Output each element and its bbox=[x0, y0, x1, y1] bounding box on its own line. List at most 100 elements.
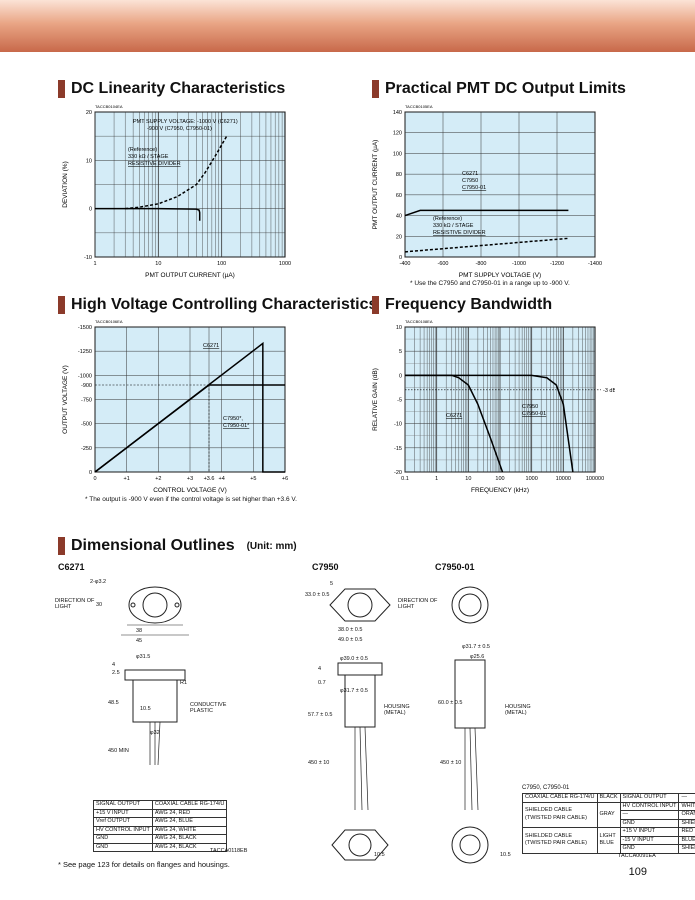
annotation: C7950 bbox=[462, 178, 478, 184]
annotation: RESISTIVE DIVIDER bbox=[433, 230, 486, 236]
dim-label: φ25.6 bbox=[470, 654, 485, 660]
cell: HV CONTROL INPUT bbox=[619, 801, 680, 811]
annotation: C6271 bbox=[203, 343, 219, 349]
y-tick-label: -1500 bbox=[78, 325, 92, 331]
series-line-reference bbox=[404, 237, 569, 253]
dim-label: 10.5 bbox=[374, 852, 385, 858]
section-title-pmt-limits: Practical PMT DC Output Limits bbox=[372, 80, 626, 98]
x-tick-label: +6 bbox=[282, 476, 288, 482]
series-line-c6271-c7950-c7950-01 bbox=[404, 209, 569, 217]
dim-label: DIRECTION OF LIGHT bbox=[398, 598, 438, 610]
x-tick-label: -1400 bbox=[588, 261, 602, 267]
annotation: C7950-01 bbox=[522, 411, 546, 417]
x-tick-label: +3 bbox=[187, 476, 193, 482]
x-tick-label: 0.1 bbox=[401, 476, 409, 482]
y-tick-label: 0 bbox=[399, 255, 402, 261]
title-text: Dimensional Outlines bbox=[71, 537, 235, 554]
cell: Vref OUTPUT bbox=[93, 817, 153, 827]
dim-label: CONDUCTIVE PLASTIC bbox=[190, 702, 227, 714]
y-tick-label: 100 bbox=[393, 151, 402, 157]
annotation: PMT SUPPLY VOLTAGE: -1000 V (C6271) bbox=[133, 119, 238, 125]
unit-label: (Unit: mm) bbox=[246, 540, 297, 552]
y-tick-label: 5 bbox=[399, 349, 402, 355]
y-tick-label: -1000 bbox=[78, 373, 92, 379]
y-tick-label: 140 bbox=[393, 110, 402, 116]
cell: — bbox=[678, 793, 695, 803]
x-tick-label: +5 bbox=[250, 476, 256, 482]
dim-label: 5 bbox=[330, 581, 334, 587]
y-tick-label: -5 bbox=[397, 398, 402, 404]
model-c7950-label: C7950 bbox=[312, 562, 339, 572]
cell: COAXIAL CABLE RG-174/U bbox=[151, 800, 228, 810]
annotation: C6271 bbox=[462, 171, 478, 177]
dim-label: 0.7 bbox=[318, 680, 326, 686]
x-tick-label: 1000 bbox=[279, 261, 291, 267]
dim-label: φ31.7 ± 0.5 bbox=[340, 688, 368, 694]
cell: -15 V INPUT bbox=[619, 835, 680, 845]
dim-label: 57.7 ± 0.5 bbox=[308, 712, 333, 718]
y-tick-label: -15 bbox=[394, 446, 402, 452]
cell: BLACK bbox=[596, 793, 621, 803]
chart-code: TACCB0106EA bbox=[95, 319, 123, 324]
plot-area bbox=[404, 111, 596, 258]
cell: SHIELD bbox=[678, 818, 695, 828]
model-c7950-01-label: C7950-01 bbox=[435, 562, 475, 572]
y-tick-label: -500 bbox=[81, 422, 92, 428]
dim-label: 60.0 ± 0.5 bbox=[438, 700, 463, 706]
y-tick-label: -750 bbox=[81, 398, 92, 404]
y-tick-label: 0 bbox=[89, 207, 92, 213]
y-axis-label: RELATIVE GAIN (dB) bbox=[372, 368, 379, 431]
cell: GND bbox=[93, 842, 153, 852]
section-title-dc-linearity: DC Linearity Characteristics bbox=[58, 80, 285, 98]
page-number: 109 bbox=[628, 866, 647, 878]
dim-label: φ31.5 bbox=[136, 654, 151, 660]
cell: AWG 24, BLACK bbox=[151, 842, 228, 852]
chart-code: TACCB0105EA bbox=[405, 104, 433, 109]
annotation: -900 V (C7950, C7950-01) bbox=[147, 126, 212, 132]
cell: COAXIAL CABLE RG-174/U bbox=[522, 793, 598, 803]
chart-code: TACCB0108EA bbox=[405, 319, 433, 324]
pmt-limits-chart: TACCB0105EA-400-600-800-1000-1200-140002… bbox=[372, 104, 602, 279]
annotation: C7950-01* bbox=[223, 423, 250, 429]
annotation: C7950 bbox=[522, 404, 538, 410]
y-tick-label: -900 bbox=[81, 383, 92, 389]
cell: WHITE bbox=[678, 801, 695, 811]
x-tick-label: 100 bbox=[217, 261, 226, 267]
dim-label: 48.5 bbox=[108, 700, 119, 706]
drawing-code: TACCA0091EA bbox=[618, 853, 656, 859]
cell: RED bbox=[678, 827, 695, 837]
table-caption: C7950, C7950-01 bbox=[522, 785, 570, 791]
chart-note: * The output is -900 V even if the contr… bbox=[85, 496, 297, 503]
annotation: RESISTIVE DIVIDER bbox=[128, 161, 181, 167]
x-tick-label: 10 bbox=[155, 261, 161, 267]
x-tick-label: -1200 bbox=[550, 261, 564, 267]
x-tick-label: -800 bbox=[475, 261, 486, 267]
cell: AWG 24, BLACK bbox=[151, 834, 228, 844]
header-band bbox=[0, 0, 695, 52]
dim-label: 4 bbox=[318, 666, 322, 672]
y-tick-label: 0 bbox=[399, 373, 402, 379]
x-axis-label: PMT SUPPLY VOLTAGE (V) bbox=[459, 272, 541, 279]
annotation: C7950-01 bbox=[462, 185, 486, 191]
annotation: 330 kΩ / STAGE bbox=[128, 154, 169, 160]
cell: LIGHT BLUE bbox=[596, 827, 621, 854]
y-tick-label: -250 bbox=[81, 446, 92, 452]
dim-label: 38.0 ± 0.5 bbox=[338, 627, 363, 633]
x-tick-label: 1 bbox=[93, 261, 96, 267]
dim-label: 33.0 ± 0.5 bbox=[305, 592, 330, 598]
x-tick-label: +3.6 bbox=[204, 476, 215, 482]
cell: +15 V INPUT bbox=[619, 827, 680, 837]
dim-label: 2.5 bbox=[112, 670, 120, 676]
y-axis-label: DEVIATION (%) bbox=[62, 161, 69, 207]
title-text: High Voltage Controlling Characteristics bbox=[71, 296, 378, 313]
y-axis-label: OUTPUT VOLTAGE (V) bbox=[62, 365, 69, 434]
dim-label: 450 ± 10 bbox=[308, 760, 330, 766]
dim-label: 38 bbox=[136, 628, 143, 634]
annotation: C7950*, bbox=[223, 416, 243, 422]
dim-label: HOUSING (METAL) bbox=[384, 704, 410, 716]
